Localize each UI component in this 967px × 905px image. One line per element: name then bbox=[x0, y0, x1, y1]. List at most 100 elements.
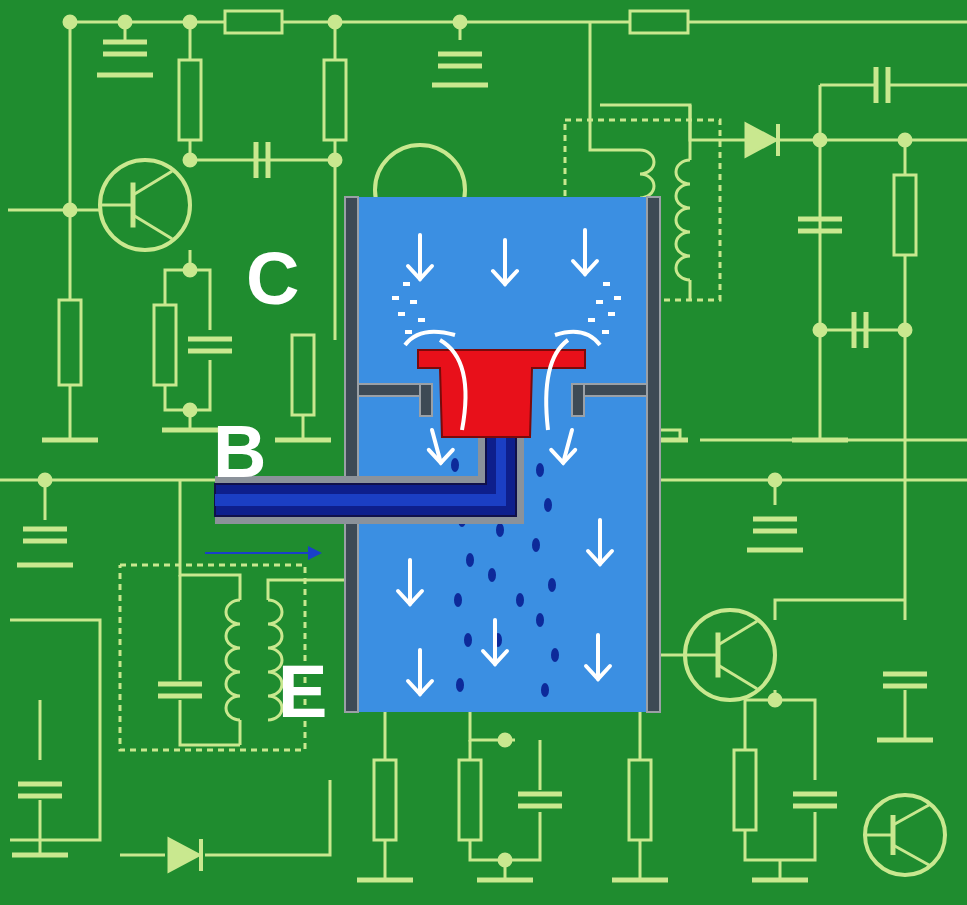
wire bbox=[775, 600, 905, 620]
wire bbox=[539, 740, 542, 790]
transistor-symbol bbox=[100, 160, 190, 250]
wire bbox=[239, 720, 242, 745]
resistor-symbol bbox=[630, 11, 688, 33]
wire bbox=[780, 139, 967, 142]
ground-symbol bbox=[275, 438, 331, 443]
splash bbox=[403, 282, 410, 286]
splash bbox=[398, 312, 405, 316]
wire bbox=[639, 712, 642, 760]
capacitor-symbol bbox=[256, 142, 268, 178]
resistor-symbol bbox=[459, 760, 481, 840]
flow-arrow bbox=[588, 520, 612, 564]
wire bbox=[190, 159, 335, 162]
wire bbox=[180, 700, 240, 745]
base-drop bbox=[516, 593, 524, 607]
valve-seat bbox=[572, 384, 584, 416]
wire bbox=[690, 105, 745, 140]
junction-dot bbox=[184, 16, 196, 28]
wire bbox=[39, 800, 42, 855]
junction-dot bbox=[329, 154, 341, 166]
junction-dot bbox=[119, 16, 131, 28]
flow-arrow bbox=[408, 235, 432, 279]
splash bbox=[405, 330, 412, 334]
ground-symbol bbox=[747, 548, 803, 553]
splash bbox=[418, 318, 425, 322]
capacitor-symbol bbox=[103, 42, 147, 54]
flow-arrow bbox=[493, 240, 517, 284]
capacitor-symbol bbox=[793, 794, 837, 806]
ground-symbol bbox=[877, 738, 933, 743]
wire bbox=[904, 255, 907, 620]
base-drop bbox=[541, 683, 549, 697]
splash bbox=[608, 312, 615, 316]
ground-symbol bbox=[612, 878, 668, 883]
wire bbox=[890, 84, 967, 87]
resistor-symbol bbox=[734, 750, 756, 830]
coil-symbol bbox=[676, 160, 690, 280]
splash bbox=[596, 300, 603, 304]
wire bbox=[660, 654, 685, 657]
ground-symbol bbox=[432, 83, 488, 88]
schematic bbox=[0, 11, 967, 880]
splash bbox=[392, 296, 399, 300]
base-drop bbox=[456, 678, 464, 692]
flow-arrow bbox=[398, 560, 422, 604]
wire bbox=[8, 209, 100, 212]
base-drop bbox=[536, 463, 544, 477]
wire bbox=[205, 780, 330, 855]
wire bbox=[469, 740, 472, 760]
base-drop bbox=[532, 538, 540, 552]
ground-symbol bbox=[12, 853, 68, 858]
wire bbox=[504, 860, 507, 880]
junction-dot bbox=[899, 134, 911, 146]
capacitor-symbol bbox=[188, 339, 232, 351]
wire bbox=[639, 840, 642, 880]
junction-dot bbox=[769, 694, 781, 706]
tube-wall bbox=[345, 197, 358, 712]
flow-arrow bbox=[408, 650, 432, 694]
wire bbox=[268, 580, 345, 600]
wire bbox=[820, 329, 905, 332]
flow-arrow bbox=[551, 430, 575, 463]
wire bbox=[69, 385, 72, 440]
wire bbox=[10, 620, 100, 840]
wire bbox=[165, 250, 190, 305]
wire bbox=[44, 480, 47, 520]
wire bbox=[302, 415, 305, 440]
coil-symbol bbox=[226, 600, 240, 720]
resistor-symbol bbox=[629, 760, 651, 840]
base-drop bbox=[544, 498, 552, 512]
resistor-symbol bbox=[225, 11, 282, 33]
wire bbox=[688, 21, 967, 24]
capacitor-symbol bbox=[876, 67, 888, 103]
junction-dot bbox=[499, 734, 511, 746]
valve-plug bbox=[418, 350, 585, 437]
flow-arrow bbox=[429, 430, 453, 463]
wire bbox=[774, 480, 777, 505]
resistor-symbol bbox=[324, 60, 346, 140]
wire bbox=[600, 105, 690, 160]
wire bbox=[190, 270, 210, 330]
resistor-symbol bbox=[894, 175, 916, 255]
tube-wall bbox=[647, 197, 660, 712]
terminal-label: B bbox=[213, 415, 266, 489]
current-arrow bbox=[205, 546, 322, 560]
capacitor-symbol bbox=[883, 674, 927, 686]
wire bbox=[745, 812, 815, 860]
wire bbox=[69, 22, 72, 300]
wire bbox=[165, 360, 210, 410]
wire bbox=[384, 712, 387, 760]
wire bbox=[120, 854, 165, 857]
wire bbox=[459, 22, 462, 40]
base-drop bbox=[536, 613, 544, 627]
transistor-symbol bbox=[865, 795, 945, 875]
ground-symbol bbox=[97, 73, 153, 78]
resistor-symbol bbox=[292, 335, 314, 415]
base-drop bbox=[451, 458, 459, 472]
base-drop bbox=[548, 578, 556, 592]
resistor-symbol bbox=[179, 60, 201, 140]
junction-dot bbox=[814, 324, 826, 336]
junction-dot bbox=[184, 154, 196, 166]
